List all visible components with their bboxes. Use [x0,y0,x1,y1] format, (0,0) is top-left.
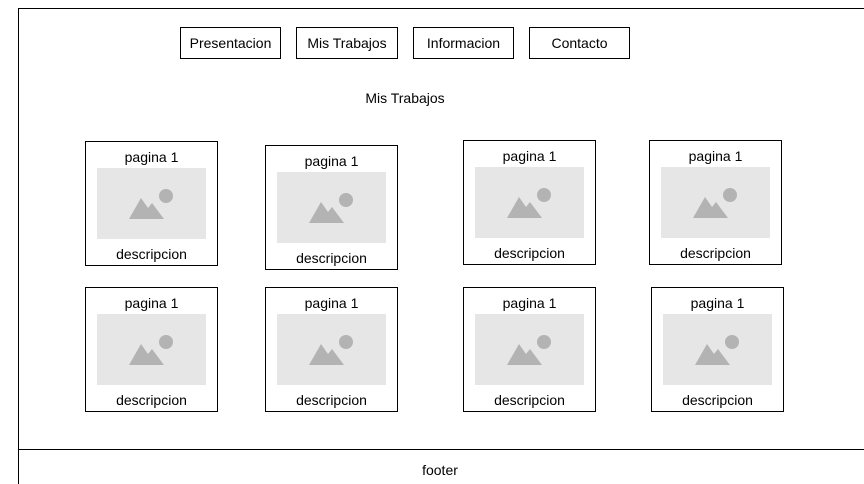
image-placeholder [277,172,386,243]
image-placeholder [97,314,206,385]
card-description: descripcion [116,392,187,408]
image-placeholder-icon [695,335,739,365]
footer: footer [422,462,458,478]
nav-button-contacto[interactable]: Contacto [529,27,630,59]
image-placeholder [661,167,770,238]
image-placeholder [475,314,584,385]
card-title: pagina 1 [502,295,557,311]
card-title: pagina 1 [304,295,359,311]
card-description: descripcion [116,246,187,262]
section-title: Mis Trabajos [365,90,445,106]
image-placeholder [277,314,386,385]
card-description: descripcion [494,392,565,408]
card-description: descripcion [682,392,753,408]
card-description: descripcion [494,245,565,261]
footer-divider [18,449,864,450]
image-placeholder-icon [309,335,353,365]
card-title: pagina 1 [124,295,179,311]
work-card[interactable]: pagina 1 descripcion [265,287,398,412]
card-description: descripcion [296,250,367,266]
card-title: pagina 1 [688,148,743,164]
image-placeholder-icon [309,193,353,223]
work-card[interactable]: pagina 1 descripcion [463,140,596,265]
card-description: descripcion [680,245,751,261]
image-placeholder-icon [693,188,737,218]
card-title: pagina 1 [690,295,745,311]
nav-button-presentacion[interactable]: Presentacion [180,27,281,59]
work-card[interactable]: pagina 1 descripcion [85,141,218,266]
image-placeholder [475,167,584,238]
work-card[interactable]: pagina 1 descripcion [463,287,596,412]
card-title: pagina 1 [304,153,359,169]
page-frame [18,8,864,484]
image-placeholder-icon [507,188,551,218]
image-placeholder-icon [507,335,551,365]
nav-button-informacion[interactable]: Informacion [413,27,514,59]
work-card[interactable]: pagina 1 descripcion [651,287,784,412]
work-card[interactable]: pagina 1 descripcion [265,145,398,270]
work-card[interactable]: pagina 1 descripcion [85,287,218,412]
image-placeholder-icon [129,335,173,365]
work-card[interactable]: pagina 1 descripcion [649,140,782,265]
nav-button-mis-trabajos[interactable]: Mis Trabajos [296,27,398,59]
card-title: pagina 1 [124,149,179,165]
image-placeholder [97,168,206,239]
card-title: pagina 1 [502,148,557,164]
image-placeholder [663,314,772,385]
card-description: descripcion [296,392,367,408]
image-placeholder-icon [129,189,173,219]
